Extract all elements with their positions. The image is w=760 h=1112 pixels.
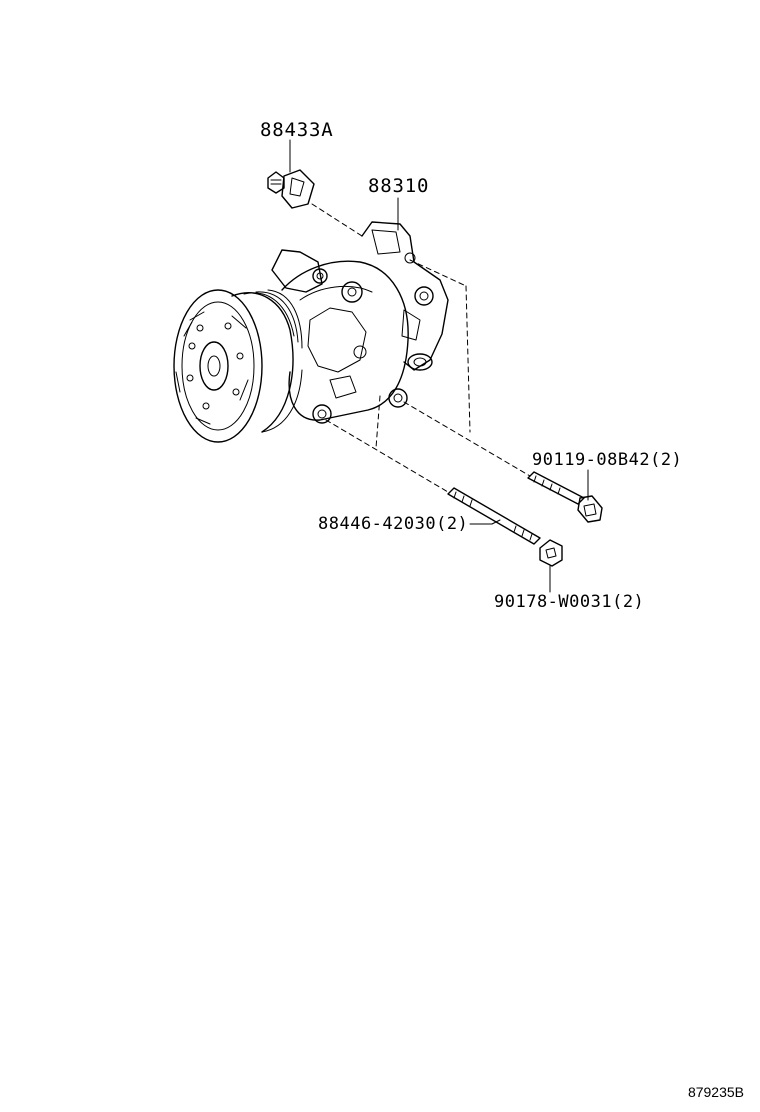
compressor-part bbox=[173, 221, 449, 443]
part-label-90178-W0031: 90178-W0031(2) bbox=[494, 592, 645, 612]
relief-valve-part bbox=[267, 169, 315, 209]
part-label-88310: 88310 bbox=[368, 175, 430, 197]
leader-lines bbox=[289, 139, 589, 593]
assembly-lines bbox=[311, 203, 531, 493]
bolt-part bbox=[527, 471, 603, 523]
part-label-88446-42030: 88446-42030(2) bbox=[318, 514, 469, 534]
part-label-90119-08B42: 90119-08B42(2) bbox=[532, 450, 683, 470]
nut-part bbox=[539, 539, 563, 567]
diagram-id: 879235B bbox=[687, 1084, 744, 1100]
stud-bolt-part bbox=[447, 487, 541, 545]
part-label-88433A: 88433A bbox=[260, 119, 334, 141]
